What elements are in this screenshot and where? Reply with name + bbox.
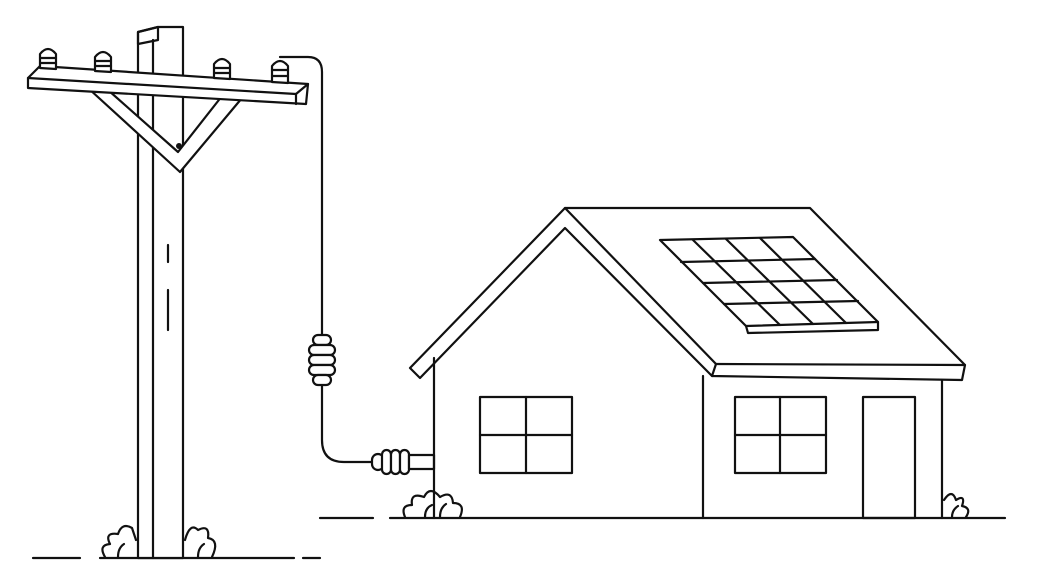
bush-pole-left <box>101 524 138 559</box>
cross-arm <box>26 64 310 106</box>
window-left <box>478 395 574 475</box>
bush-corner <box>942 492 970 519</box>
bushes <box>101 489 970 559</box>
service-wire <box>278 55 436 476</box>
meter-connector <box>370 448 436 476</box>
bush-pole-right <box>183 526 217 559</box>
utility-pole <box>26 25 310 560</box>
roof <box>408 206 967 382</box>
house <box>408 206 967 520</box>
solar-panel <box>658 235 880 335</box>
fuse-insulator <box>307 333 337 387</box>
door <box>861 395 917 520</box>
bush-house <box>402 489 463 519</box>
window-right <box>733 395 828 475</box>
insulators <box>38 47 290 85</box>
